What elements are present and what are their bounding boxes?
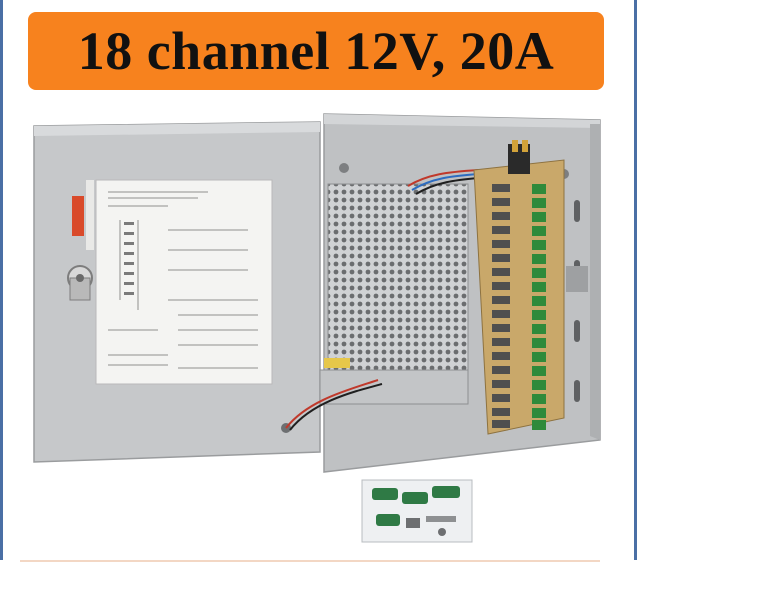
distribution-board (473, 140, 565, 435)
title-text: 18 channel 12V, 20A (77, 21, 555, 81)
diagram-pins (124, 222, 134, 295)
terminal-column (532, 184, 546, 430)
title-banner: 18 channel 12V, 20A (28, 12, 604, 90)
frame-border-right (634, 0, 637, 560)
bottom-divider (20, 560, 600, 562)
box-lid (33, 121, 321, 463)
label-sticker (72, 196, 84, 236)
power-supply-box-photo (33, 113, 601, 543)
frame-border-left (0, 0, 3, 560)
accessory-bag (361, 479, 473, 543)
psu-module (319, 183, 469, 405)
instruction-sheet (95, 179, 273, 385)
bottom-band (0, 560, 768, 614)
wires (285, 169, 479, 431)
fuse-column (492, 184, 510, 428)
lock-icon (67, 265, 93, 301)
